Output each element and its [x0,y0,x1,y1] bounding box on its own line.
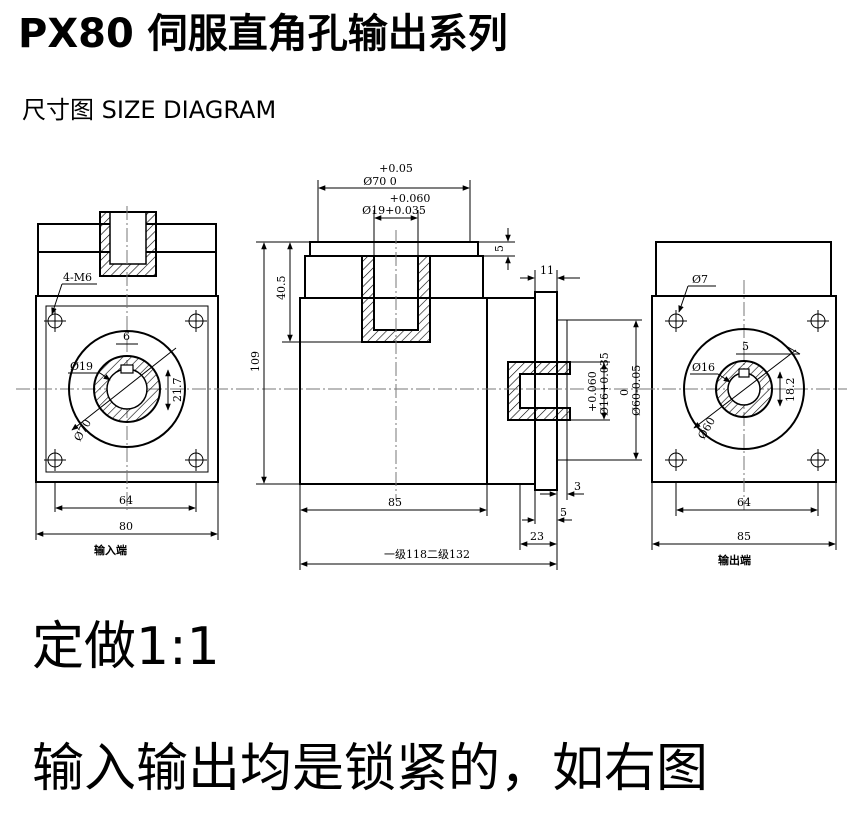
side-top-plate [309,241,479,257]
input-key-height-dim: 21.7 [171,378,184,403]
output-bore-label: Ø16 [692,361,715,374]
side-dim-85: 85 [388,496,402,509]
side-dim-11: 11 [540,264,554,277]
side-housing [299,297,488,485]
output-hole-label: Ø7 [692,273,708,286]
side-out-spigot-dim-2: Ø60-0.05 [630,365,643,416]
input-end-caption: 输入端 [94,543,127,557]
side-output-bore [507,361,571,421]
side-adapter [304,255,484,299]
locking-note: 输入输出均是锁紧的，如右图 [32,739,709,799]
output-key-height-dim: 18.2 [784,378,797,403]
output-width-dim: 85 [737,530,751,543]
input-bolt-spacing-dim: 64 [119,494,133,507]
output-bolt-holes [665,310,829,471]
size-diagram: 4-M6 6 Ø19 21.7 Ø70 64 80 输入端 [16,162,847,570]
side-top-dim-b2: Ø19+0.035 [362,204,426,217]
output-pilot-circle [683,328,805,450]
input-keyway-dim: 6 [123,330,130,343]
side-top-dim-a1: +0.05 [379,162,413,175]
side-dim-length: 一级118二级132 [384,548,470,561]
input-bolt-label: 4-M6 [63,271,92,284]
page-subtitle: 尺寸图 SIZE DIAGRAM [22,96,277,124]
side-view: +0.05 Ø70 0 +0.060 Ø19+0.035 5 40.5 109 … [240,162,655,570]
side-dim-40-5: 40.5 [275,276,288,301]
side-top-dim-b1: +0.060 [390,192,431,205]
input-bore-label: Ø19 [70,360,93,373]
output-end-caption: 输出端 [718,553,751,567]
side-out-bore-dim-1: +0.060 [586,371,599,412]
output-pcd-dim: Ø60 [695,415,718,441]
page-title: PX80 伺服直角孔输出系列 [18,11,508,57]
output-bolt-spacing-dim: 64 [737,496,751,509]
side-dim-3: 3 [574,480,581,493]
output-keyway-dim: 5 [742,340,749,353]
side-out-bore-dim-2: Ø16+0.035 [598,352,611,416]
side-output-flange [534,291,558,491]
output-end-view: Ø7 Ø16 5 18.2 Ø60 64 85 输出端 [640,241,847,567]
input-end-view: 4-M6 6 Ø19 21.7 Ø70 64 80 输入端 [16,206,240,557]
side-dim-5-bottom: 5 [560,506,567,519]
side-out-spigot-dim-1: 0 [618,389,631,396]
custom-note: 定做1:1 [32,617,220,677]
input-pcd-dim: Ø70 [71,417,94,443]
side-dim-23: 23 [530,530,544,543]
side-dim-109: 109 [249,351,262,372]
input-width-dim: 80 [119,520,133,533]
side-top-dim-a2: Ø70 0 [363,175,397,188]
input-pilot-circle [68,330,186,448]
side-dim-5-top: 5 [493,245,506,252]
